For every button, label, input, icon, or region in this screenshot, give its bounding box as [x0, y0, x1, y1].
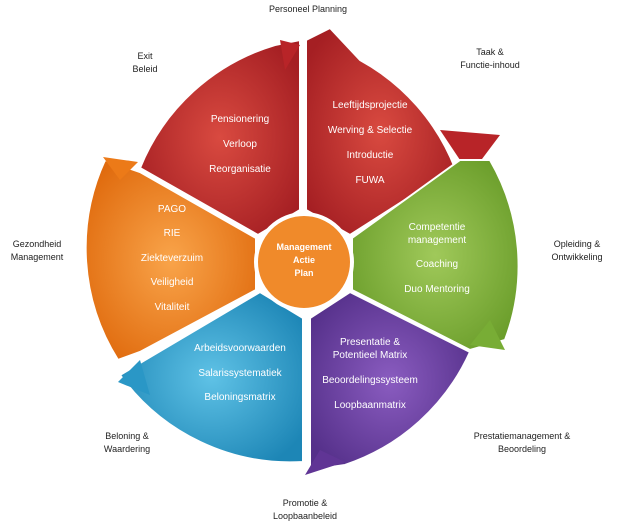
taak-item-3: Introductie	[347, 150, 394, 161]
taak-item-2: Werving & Selectie	[328, 125, 413, 136]
hub-line-1: Management	[276, 242, 331, 252]
segment-gezondheid	[84, 158, 257, 362]
label-exit-line-2: Beleid	[132, 64, 158, 74]
opleiding-item-4: Duo Mentoring	[404, 284, 470, 295]
label-taak-functie: Taak & Functie-inhoud	[445, 46, 535, 72]
label-prestatie-line-1: Prestatiemanagement &	[473, 431, 571, 441]
label-gezondheid-line-1: Gezondheid	[12, 239, 62, 249]
label-prestatie-line-2: Beoordeling	[497, 444, 547, 454]
hub-line-3: Plan	[294, 268, 313, 278]
opleiding-item-1: Competentie	[409, 222, 466, 233]
label-promotie: Promotie & Loopbaanbeleid	[260, 497, 350, 523]
label-exit: Exit Beleid	[115, 50, 175, 76]
label-taak-line-2: Functie-inhoud	[460, 60, 520, 70]
opleiding-item-2: management	[408, 235, 467, 246]
prestatie-items: Presentatie & Potentieel Matrix Beoordel…	[322, 337, 418, 411]
gezondheid-item-5: Vitaliteit	[155, 302, 190, 313]
hub-line-2: Actie	[293, 255, 315, 265]
label-gezondheid: Gezondheid Management	[2, 238, 72, 264]
beloning-items: Arbeidsvoorwaarden Salarissystematiek Be…	[194, 343, 286, 403]
beloning-item-3: Beloningsmatrix	[204, 392, 275, 403]
arrow-beloning	[118, 360, 150, 395]
prestatie-item-3: Beoordelingssysteem	[322, 375, 418, 386]
label-personeel-planning-line-1: Personeel Planning	[268, 4, 348, 14]
exit-item-1: Pensionering	[211, 114, 269, 125]
gezondheid-item-1: PAGO	[158, 204, 186, 215]
segment-beloning	[118, 290, 304, 464]
label-beloning-line-1: Beloning &	[105, 431, 149, 441]
taak-items: Leeftijdsprojectie Werving & Selectie In…	[328, 100, 413, 186]
gezondheid-items: PAGO RIE Ziekteverzuim Veiligheid Vitali…	[141, 204, 203, 313]
label-taak-line-1: Taak &	[476, 47, 504, 57]
label-opleiding-line-2: Ontwikkeling	[551, 252, 603, 262]
opleiding-item-3: Coaching	[416, 259, 458, 270]
prestatie-item-1: Presentatie &	[340, 337, 400, 348]
arrow-opleiding	[470, 320, 505, 350]
arrow-exit	[280, 40, 300, 70]
exit-item-3: Reorganisatie	[209, 164, 271, 175]
prestatie-item-2: Potentieel Matrix	[333, 350, 407, 361]
segment-exit	[138, 38, 301, 237]
beloning-item-1: Arbeidsvoorwaarden	[194, 343, 286, 354]
segment-opleiding	[351, 159, 520, 352]
label-exit-line-1: Exit	[137, 51, 153, 61]
label-promotie-line-1: Promotie &	[282, 498, 328, 508]
label-beloning: Beloning & Waardering	[82, 430, 172, 456]
arrow-taak	[440, 130, 500, 175]
label-personeel-planning: Personeel Planning	[258, 3, 358, 16]
prestatie-item-4: Loopbaanmatrix	[334, 400, 406, 411]
gezondheid-item-2: RIE	[164, 228, 181, 239]
gezondheid-item-3: Ziekteverzuim	[141, 253, 203, 264]
arrow-prestatie	[305, 450, 345, 475]
beloning-item-2: Salarissystematiek	[198, 368, 282, 379]
label-prestatie: Prestatiemanagement & Beoordeling	[462, 430, 582, 456]
label-beloning-line-2: Waardering	[103, 444, 151, 454]
exit-items: Pensionering Verloop Reorganisatie	[209, 114, 271, 175]
segment-prestatie	[309, 290, 472, 472]
arrow-gezondheid	[103, 157, 138, 180]
label-opleiding-line-1: Opleiding &	[553, 239, 601, 249]
taak-item-1: Leeftijdsprojectie	[332, 100, 407, 111]
hub-circle	[254, 212, 354, 312]
gezondheid-item-4: Veiligheid	[151, 277, 194, 288]
taak-item-4: FUWA	[355, 175, 384, 186]
label-opleiding: Opleiding & Ontwikkeling	[535, 238, 619, 264]
opleiding-items: Competentie management Coaching Duo Ment…	[404, 222, 470, 295]
label-promotie-line-2: Loopbaanbeleid	[272, 511, 338, 521]
label-gezondheid-line-2: Management	[10, 252, 64, 262]
exit-item-2: Verloop	[223, 139, 257, 150]
